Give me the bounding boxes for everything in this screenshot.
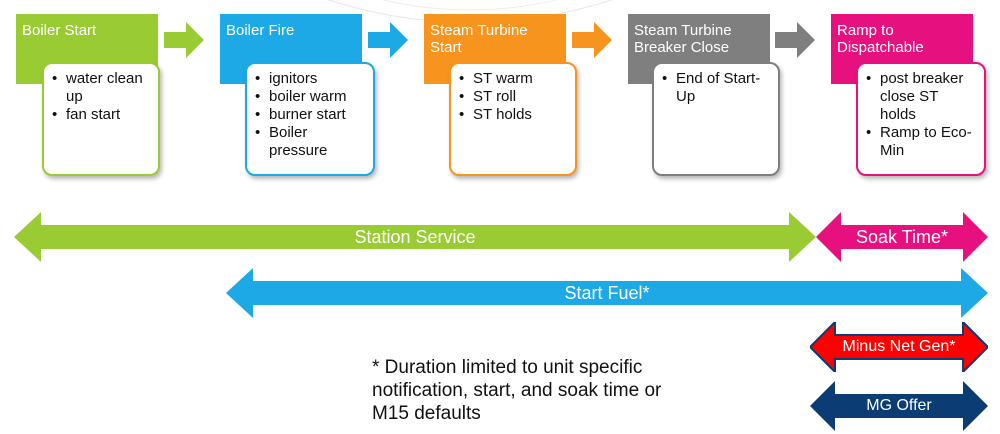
stage-box-steam-turbine-start: ST warm ST roll ST holds [449, 62, 577, 176]
stage-item: fan start [52, 106, 152, 124]
band-mg-offer: MG Offer [810, 381, 988, 431]
band-soak-time: Soak Time* [816, 212, 988, 262]
step-arrow-icon [572, 22, 612, 58]
stage-item: ignitors [255, 70, 367, 88]
stage-title-ramp: Ramp to Dispatchable [837, 22, 924, 56]
stage-item: ST holds [459, 106, 569, 124]
band-station-service: Station Service [14, 212, 816, 262]
stage-item: post breaker close ST holds [866, 70, 978, 124]
band-start-fuel: Start Fuel* [226, 268, 988, 318]
stage-box-ramp: post breaker close ST holds Ramp to Eco-… [856, 62, 986, 176]
step-arrow-icon [368, 22, 408, 58]
stage-item: burner start [255, 106, 367, 124]
stage-box-boiler-start: water clean up fan start [42, 62, 160, 176]
stage-box-boiler-fire: ignitors boiler warm burner start Boiler… [245, 62, 375, 176]
band-minus-net-gen: Minus Net Gen* [810, 322, 988, 372]
decorative-arcs [327, 0, 613, 20]
stage-box-breaker-close: End of Start-Up [652, 62, 780, 176]
stage-title-breaker-close: Steam Turbine Breaker Close [634, 22, 732, 56]
stage-item: Ramp to Eco-Min [866, 124, 978, 160]
stage-title-boiler-fire: Boiler Fire [226, 22, 295, 39]
footnote: * Duration limited to unit specific noti… [372, 357, 662, 424]
stage-item: Boiler pressure [255, 124, 367, 160]
stage-title-boiler-start: Boiler Start [22, 22, 97, 39]
stage-item: ST warm [459, 70, 569, 88]
stage-title-steam-turbine-start: Steam Turbine Start [430, 22, 528, 56]
step-arrow-icon [164, 22, 204, 58]
stage-item: ST roll [459, 88, 569, 106]
stage-item: End of Start-Up [662, 70, 772, 106]
stage-item: water clean up [52, 70, 152, 106]
step-arrow-icon [775, 22, 815, 58]
stage-item: boiler warm [255, 88, 367, 106]
